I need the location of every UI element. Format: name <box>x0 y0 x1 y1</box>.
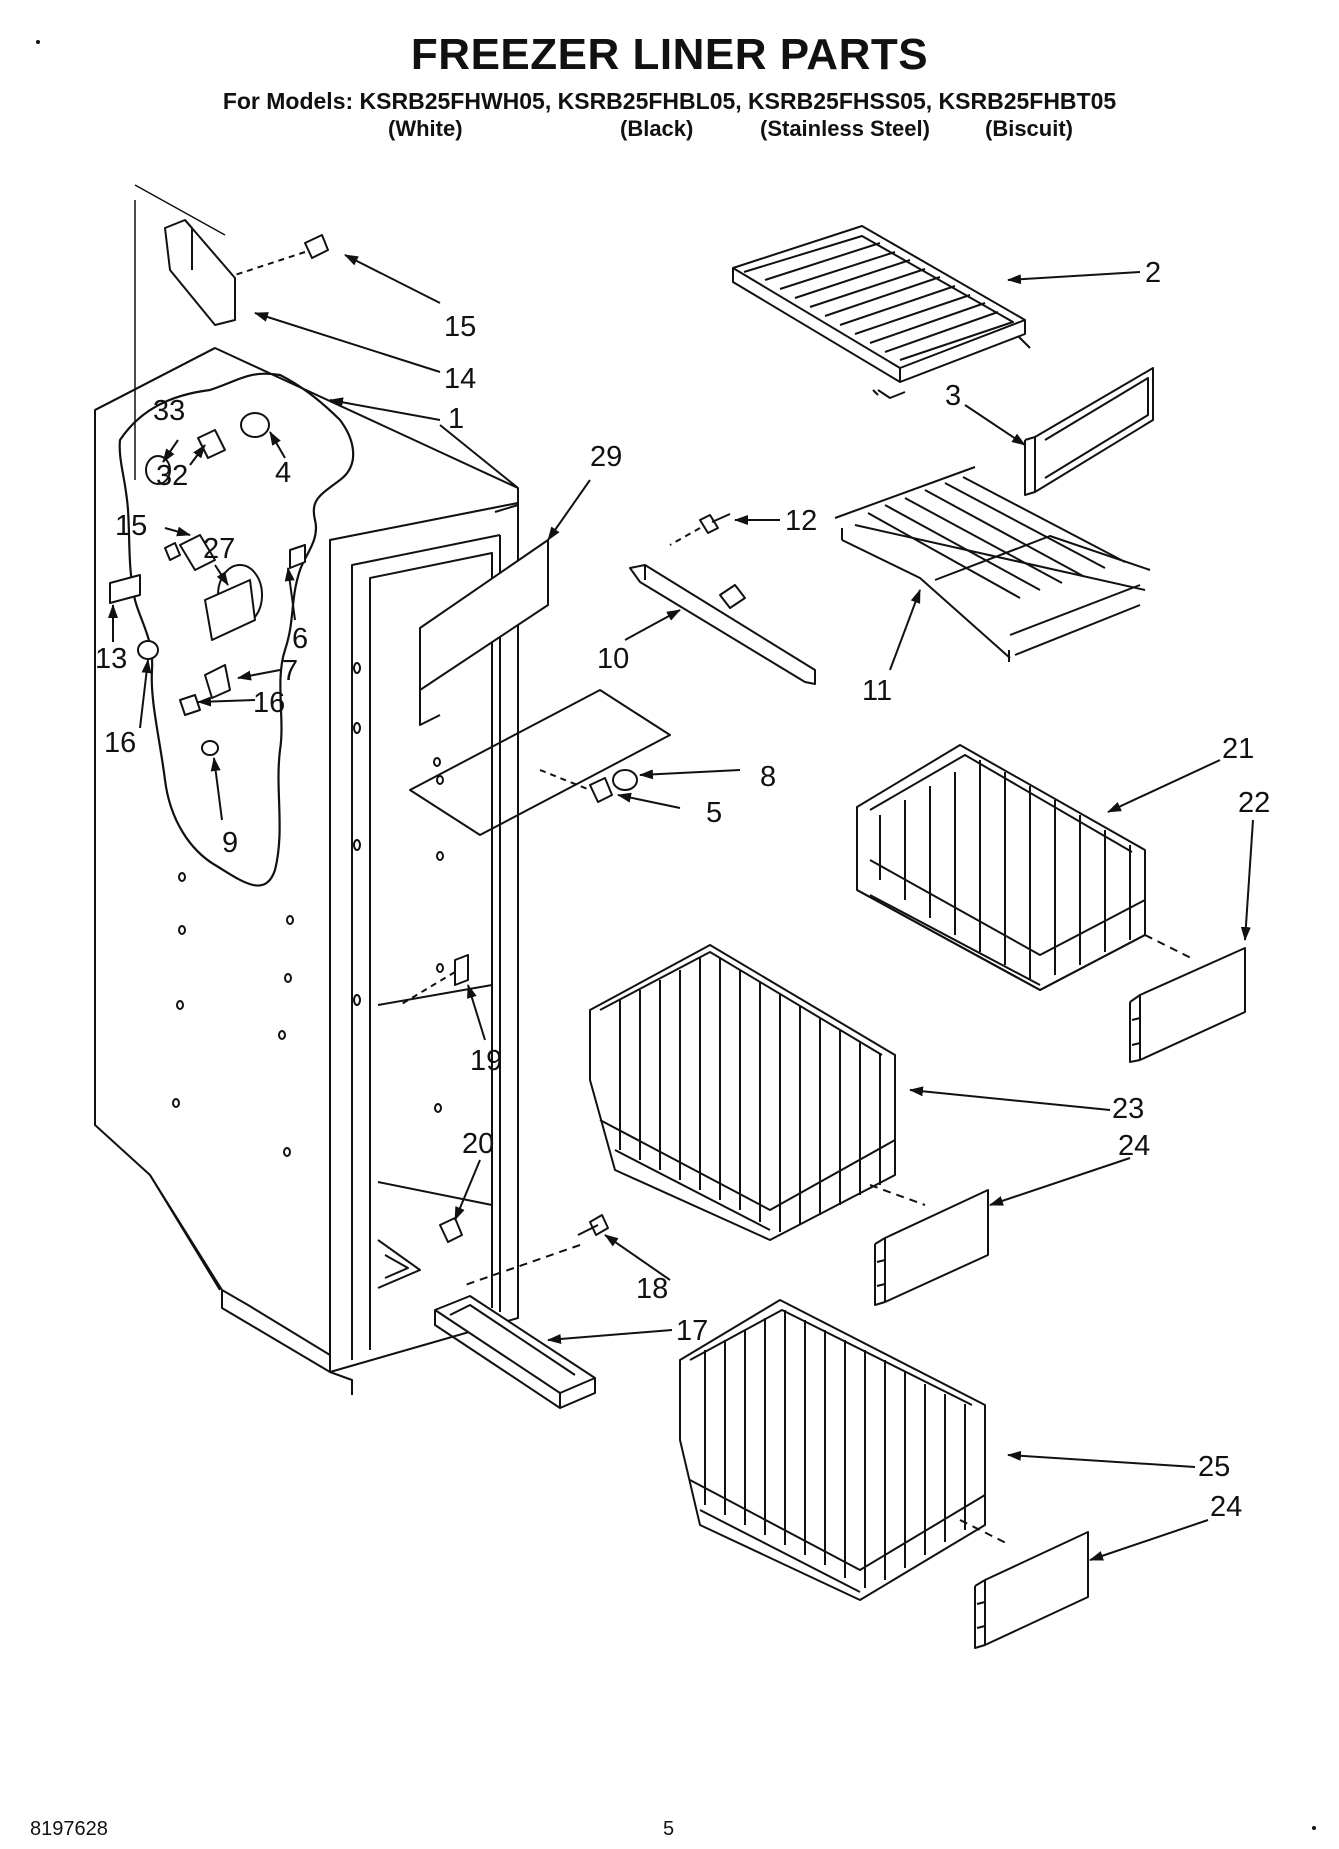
sensor-part-19 <box>454 954 469 986</box>
callout-15b: 15 <box>115 510 147 542</box>
callout-6: 6 <box>292 623 308 655</box>
callout-15: 15 <box>444 311 476 343</box>
callout-25: 25 <box>1198 1451 1230 1483</box>
screw-part-20 <box>439 1217 463 1243</box>
callout-9: 9 <box>222 827 238 859</box>
callout-3: 3 <box>945 380 961 412</box>
basket-trim-part-24-lower <box>974 1531 1089 1649</box>
screw-part-15-top <box>304 234 329 259</box>
bracket-part-14 <box>164 219 236 326</box>
callout-16: 16 <box>253 687 285 719</box>
callout-20: 20 <box>462 1128 494 1160</box>
insulation-strip-part-29 <box>419 539 549 726</box>
callout-27: 27 <box>203 533 235 565</box>
callout-33: 33 <box>153 395 185 427</box>
freezer-liner-cabinet <box>94 347 519 1395</box>
callout-12: 12 <box>785 505 817 537</box>
variant-stainless-steel: (Stainless Steel) <box>760 116 930 141</box>
diagram-title: FREEZER LINER PARTS <box>410 30 929 79</box>
basket-trim-part-24-upper <box>874 1189 989 1306</box>
shelf-trim-part-3 <box>1024 367 1154 496</box>
screw-part-18 <box>577 1214 609 1236</box>
screw-part-5 <box>589 769 638 803</box>
callout-14: 14 <box>444 363 476 395</box>
callout-22: 22 <box>1238 787 1270 819</box>
lamp-cover-part-17 <box>434 1295 596 1409</box>
wire-basket-part-25 <box>679 1299 986 1601</box>
wiring-harness <box>118 372 355 887</box>
page-number: 5 <box>663 1818 675 1840</box>
wire-shelf-part-11 <box>834 466 1151 662</box>
callout-4: 4 <box>275 457 291 489</box>
screw-part-12 <box>699 513 731 534</box>
callout-19: 19 <box>470 1045 502 1077</box>
callout-8: 8 <box>760 761 776 793</box>
callout-18: 18 <box>636 1273 668 1305</box>
scan-speck <box>1312 1826 1316 1830</box>
callout-16b: 16 <box>104 727 136 759</box>
callout-2: 2 <box>1145 257 1161 289</box>
callout-11: 11 <box>862 675 892 707</box>
callout-5: 5 <box>706 797 722 829</box>
callout-29: 29 <box>590 441 622 473</box>
variant-black: (Black) <box>620 116 694 141</box>
control-parts-cluster <box>109 412 306 756</box>
wire-basket-part-21 <box>856 744 1146 991</box>
callout-13: 13 <box>95 643 127 675</box>
variant-biscuit: (Biscuit) <box>985 116 1073 141</box>
scan-speck <box>36 40 40 44</box>
callout-32: 32 <box>156 460 188 492</box>
variant-white: (White) <box>388 116 463 141</box>
callout-21: 21 <box>1222 733 1254 765</box>
callout-7: 7 <box>282 655 298 687</box>
callout-labels: 2 3 12 10 11 21 22 23 24 25 24 17 18 20 … <box>95 257 1270 1523</box>
basket-trim-part-22 <box>1129 947 1246 1063</box>
callout-24b: 24 <box>1210 1491 1242 1523</box>
callout-10: 10 <box>597 643 629 675</box>
models-line: For Models: KSRB25FHWH05, KSRB25FHBL05, … <box>222 88 1117 114</box>
callout-24: 24 <box>1118 1130 1150 1162</box>
callout-17: 17 <box>676 1315 708 1347</box>
callout-leaders <box>108 254 1254 1561</box>
mounting-template-8 <box>409 689 671 836</box>
doc-number: 8197628 <box>30 1818 108 1840</box>
wire-basket-part-23 <box>589 944 896 1241</box>
shelf-bracket-part-10 <box>629 564 816 685</box>
callout-23: 23 <box>1112 1093 1144 1125</box>
wire-shelf-part-2 <box>732 225 1031 399</box>
callout-1: 1 <box>448 403 464 435</box>
